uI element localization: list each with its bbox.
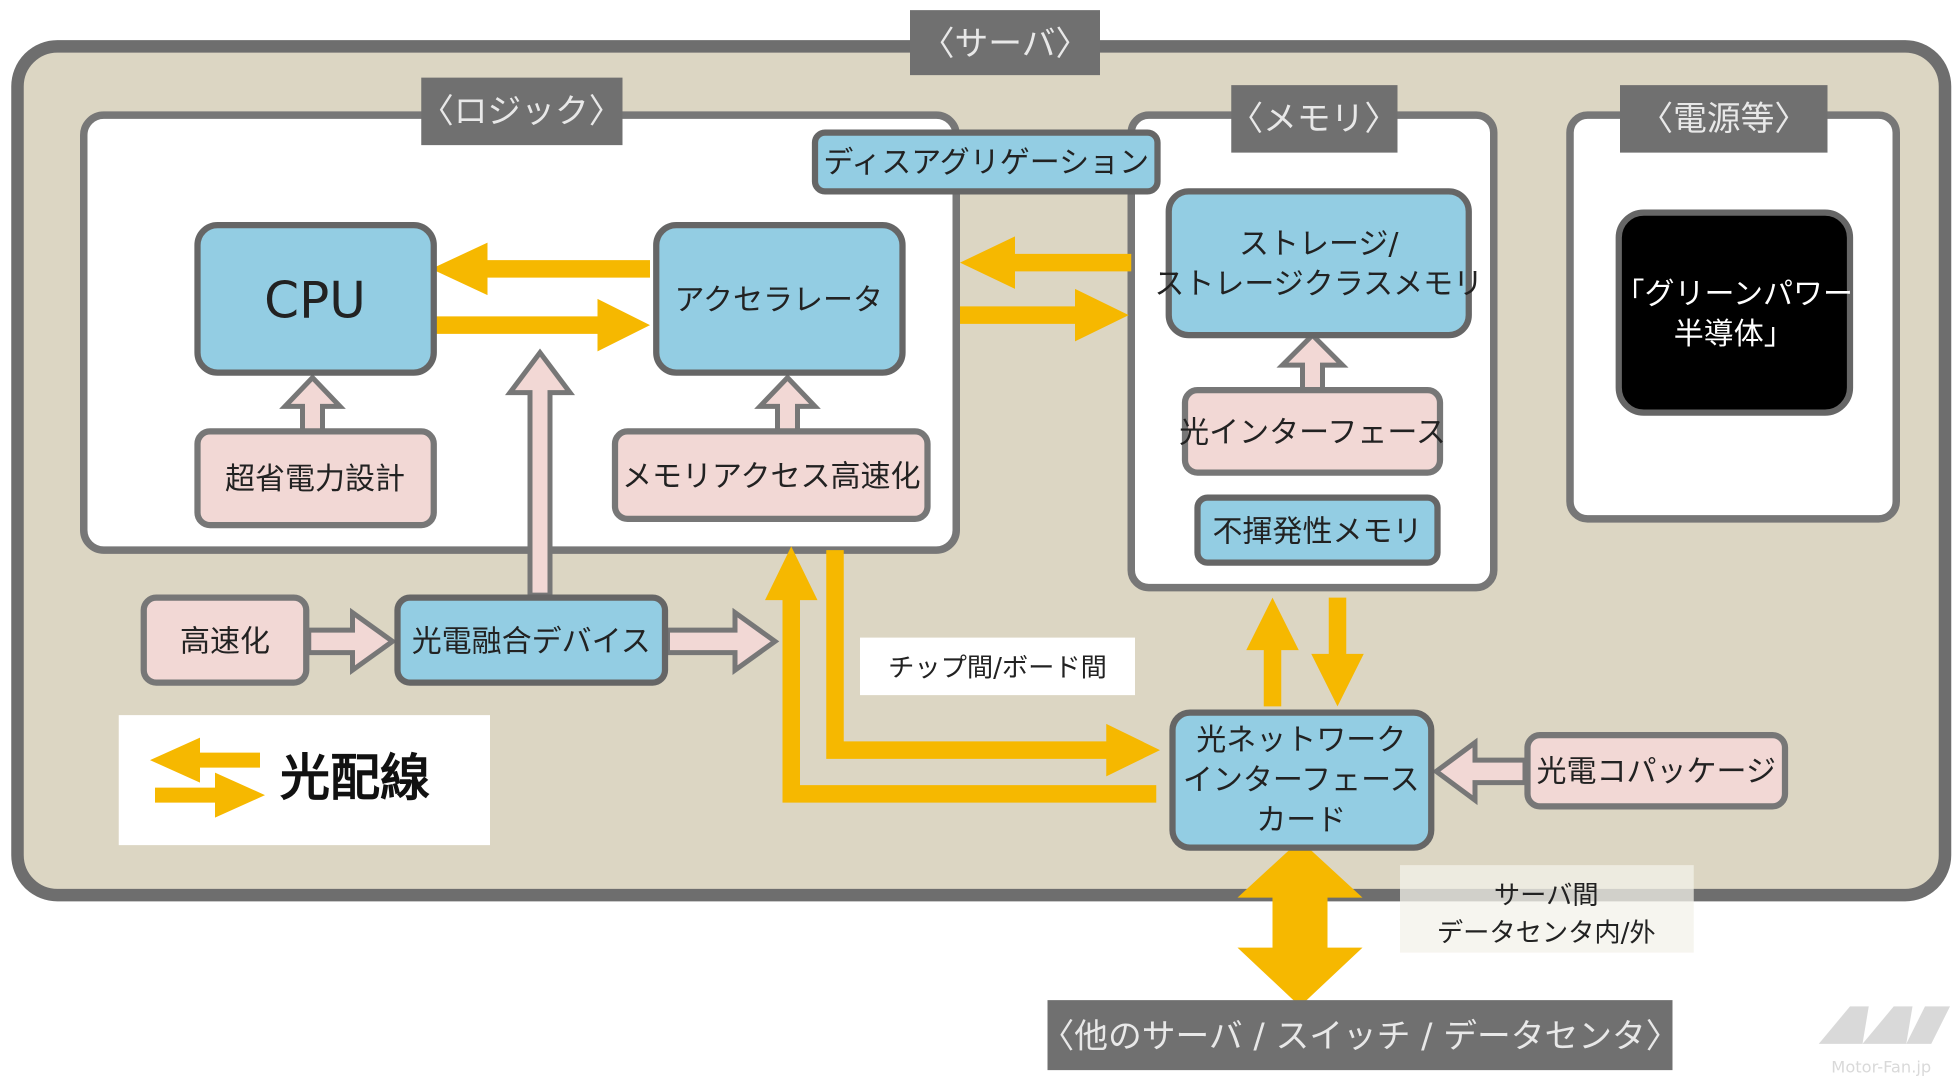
arrow-device-out — [665, 607, 780, 676]
disaggregation-label: ディスアグリゲーション — [823, 146, 1149, 181]
co-package-label: 光電コパッケージ — [1537, 754, 1776, 789]
arrow-cpu-to-acc — [433, 298, 650, 352]
optoelectronic-device-box — [394, 594, 669, 686]
cpu-box — [194, 222, 437, 376]
external-label: 〈他のサーバ / スイッチ / データセンタ〉 — [1040, 1017, 1679, 1056]
green-power-label-1: 「グリーンパワー — [1615, 277, 1854, 312]
power-label: 〈電源等〉 — [1639, 99, 1808, 138]
arrow-logic-to-nic — [826, 550, 1160, 777]
accelerator-label: アクセラレータ — [675, 283, 883, 318]
server-label-box — [910, 10, 1100, 76]
optical-interface-label: 光インターフェース — [1179, 416, 1446, 451]
arrow-memory-to-nic — [1311, 597, 1364, 707]
arrow-memaccess-to-acc — [754, 374, 821, 434]
arrow-ulp-to-cpu — [279, 374, 346, 434]
nic-label-3: カード — [1256, 803, 1346, 838]
logic-label: 〈ロジック〉 — [420, 92, 623, 131]
arrow-acc-to-cpu — [431, 242, 650, 296]
ultra-low-power-label: 超省電力設計 — [225, 462, 405, 497]
co-package-box — [1524, 732, 1789, 810]
legend-arrow-left-icon — [150, 737, 260, 783]
chip-board-label: チップ間/ボード間 — [888, 653, 1107, 683]
arrow-speedup-to-device — [306, 607, 397, 676]
legend-label: 光配線 — [280, 749, 430, 807]
inter-server-label-box — [1400, 865, 1694, 953]
arrow-nic-to-memory — [1246, 597, 1299, 707]
power-label-box — [1620, 85, 1828, 153]
arrow-nic-external-bidirectional — [1237, 840, 1363, 1007]
arrow-copackage-to-nic — [1432, 737, 1528, 806]
optical-interface-box — [1181, 387, 1444, 476]
speedup-box — [140, 594, 310, 686]
nonvolatile-memory-box — [1194, 494, 1441, 566]
storage-label-2: ストレージクラスメモリ — [1154, 267, 1483, 302]
logic-label-box — [421, 77, 623, 146]
legend: 光配線 — [118, 715, 490, 846]
cpu-label: CPU — [264, 272, 366, 330]
green-power-box — [1615, 209, 1854, 416]
watermark-text: Motor-Fan.jp — [1831, 1058, 1931, 1077]
arrow-device-to-acc — [505, 348, 575, 598]
nic-label-1: 光ネットワーク — [1196, 723, 1406, 758]
arrow-optif-to-storage — [1276, 331, 1349, 393]
memory-access-box — [611, 428, 931, 522]
motor-fan-logo: Motor-Fan.jp — [1818, 1006, 1950, 1077]
storage-label-1: ストレージ/ — [1239, 227, 1399, 262]
chip-board-label-box — [860, 637, 1135, 696]
speedup-label: 高速化 — [180, 624, 270, 659]
accelerator-box — [653, 222, 906, 376]
memory-label-box — [1231, 85, 1398, 153]
storage-box — [1165, 188, 1472, 339]
inter-server-label-2: データセンタ内/外 — [1437, 918, 1656, 948]
nic-label-2: インターフェース — [1183, 763, 1420, 798]
legend-arrow-right-icon — [155, 772, 265, 818]
inter-server-label-1: サーバ間 — [1494, 881, 1599, 911]
memory-access-label: メモリアクセス高速化 — [622, 459, 921, 494]
arrow-memory-to-logic — [960, 236, 1132, 289]
optoelectronic-device-label: 光電融合デバイス — [412, 624, 651, 659]
disaggregation-box — [811, 129, 1161, 195]
technology-arrows — [279, 331, 1528, 806]
nic-box — [1169, 709, 1435, 851]
legend-box — [118, 715, 490, 846]
external-label-box — [1047, 1000, 1673, 1071]
green-power-label-2: 半導体」 — [1674, 317, 1794, 352]
server-label: 〈サーバ〉 — [921, 24, 1089, 63]
ultra-low-power-box — [194, 428, 437, 529]
memory-label: 〈メモリ〉 — [1229, 99, 1398, 138]
optical-wiring-arrows — [431, 236, 1364, 1007]
arrow-logic-to-memory — [960, 288, 1129, 342]
nonvolatile-memory-label: 不揮発性メモリ — [1213, 514, 1423, 549]
